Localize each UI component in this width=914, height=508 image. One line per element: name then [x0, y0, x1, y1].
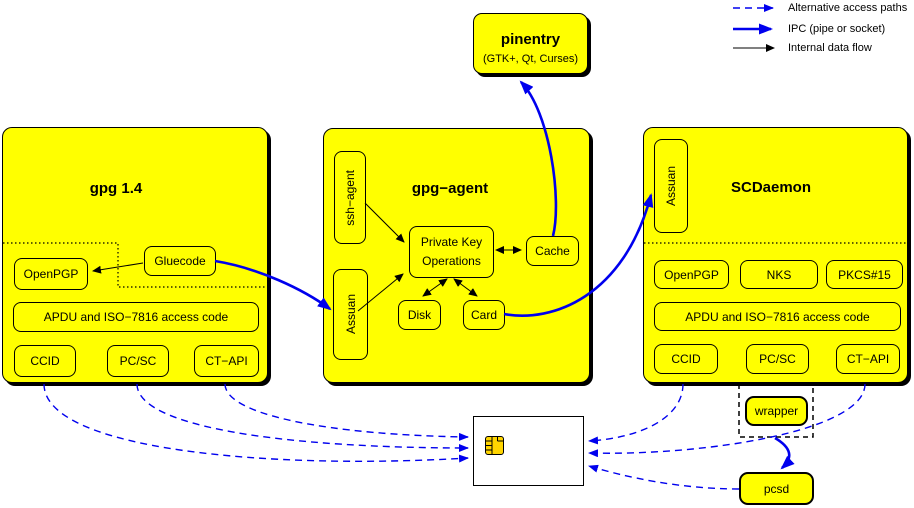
pinentry-title: pinentry [500, 31, 561, 48]
gpg14-pcsc-module: PC/SC [107, 345, 169, 377]
scdaemon-pcsc-module: PC/SC [746, 344, 809, 374]
gpg14-apdu-module: APDU and ISO−7816 access code [13, 302, 259, 332]
pko-line1: Private Key [420, 235, 483, 249]
smartcard [473, 416, 584, 486]
scdaemon-assuan-label: Assuan [664, 165, 678, 207]
scdaemon-pkcs15-module: PKCS#15 [826, 260, 903, 289]
scdaemon-openpgp-module: OpenPGP [654, 260, 729, 289]
alt-gpg14-pcsc-to-card [136, 383, 469, 452]
ssh-agent-label: ssh−agent [343, 169, 357, 226]
gpg14-ccid-module: CCID [14, 345, 76, 377]
gpg14-title: gpg 1.4 [89, 180, 143, 197]
alt-pcsd-to-card [588, 464, 740, 490]
gpg14-box: gpg 1.4 OpenPGP Gluecode APDU and ISO−78… [2, 127, 268, 383]
scdaemon-apdu-module: APDU and ISO−7816 access code [654, 302, 901, 331]
cache-module: Cache [526, 236, 579, 266]
pinentry-subtitle: (GTK+, Qt, Curses) [482, 53, 579, 65]
pcsd-module: pcsd [739, 472, 814, 505]
legend-label-internal: Internal data flow [788, 42, 872, 54]
alt-gpg14-ccid-to-card [43, 383, 469, 463]
gpg-agent-assuan-module: Assuan [333, 269, 368, 360]
card-module: Card [463, 300, 505, 330]
gpg-agent-box: gpg−agent ssh−agent Assuan Private Key O… [323, 128, 590, 383]
alt-scdaemon-ctapi-to-card [588, 383, 866, 458]
pinentry-box: pinentry (GTK+, Qt, Curses) [473, 13, 588, 74]
gpg-agent-assuan-label: Assuan [343, 294, 358, 335]
scdaemon-title: SCDaemon [730, 179, 812, 196]
wrapper-module: wrapper [745, 396, 808, 426]
scdaemon-assuan-module: Assuan [654, 139, 688, 233]
scdaemon-ctapi-module: CT−API [836, 344, 900, 374]
legend-label-alternative: Alternative access paths [788, 2, 908, 14]
scdaemon-box: SCDaemon Assuan OpenPGP NKS PKCS#15 APDU… [643, 127, 908, 383]
smartcard-chip-icon [485, 436, 504, 455]
gpg14-gluecode-module: Gluecode [144, 246, 216, 276]
gpg14-openpgp-module: OpenPGP [14, 258, 88, 290]
alt-scdaemon-ccid-to-card [588, 383, 684, 445]
pko-line2: Operations [422, 254, 481, 268]
gpg14-ctapi-module: CT−API [194, 345, 259, 377]
scdaemon-nks-module: NKS [740, 260, 818, 289]
private-key-operations-module: Private Key Operations [409, 226, 494, 278]
gpg-agent-title: gpg−agent [411, 180, 489, 197]
ipc-wrapper-to-pcsd [774, 436, 795, 470]
disk-module: Disk [398, 300, 441, 330]
scdaemon-ccid-module: CCID [654, 344, 718, 374]
gpg-agent-ssh-agent-module: ssh−agent [334, 151, 366, 244]
legend-label-ipc: IPC (pipe or socket) [788, 23, 886, 35]
alt-gpg14-ctapi-to-card [224, 383, 469, 441]
